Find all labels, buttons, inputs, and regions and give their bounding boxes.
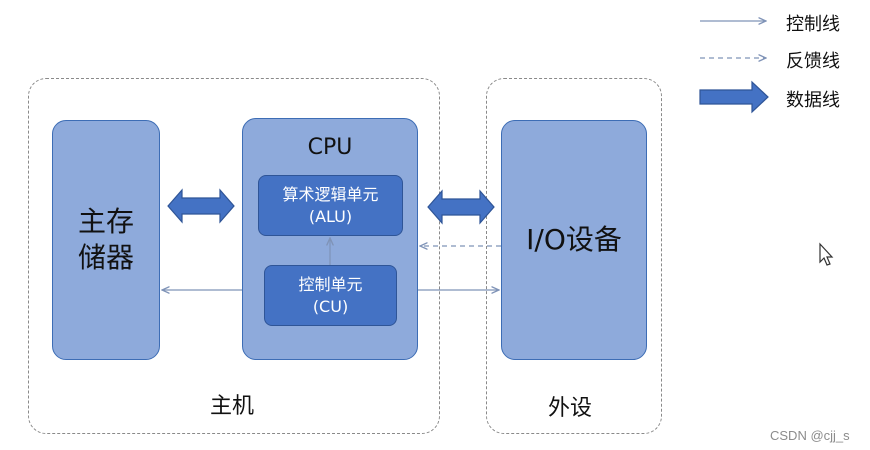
watermark-text: CSDN @cjj_s <box>770 428 850 443</box>
cpu-title: CPU <box>307 135 353 160</box>
peripheral-group <box>486 78 662 434</box>
legend-data-line-symbol <box>699 80 769 114</box>
main-memory-label-line2: 储器 <box>77 241 134 274</box>
alu-label-line1: 算术逻辑单元 <box>282 184 379 204</box>
peripheral-label: 外设 <box>548 396 593 421</box>
legend-control-line-label: 控制线 <box>786 14 840 35</box>
legend-data-line-label: 数据线 <box>786 90 840 111</box>
io-device-block: I/O设备 <box>501 120 647 360</box>
host-label: 主机 <box>210 394 255 419</box>
cpu-io-data-arrow <box>427 189 495 225</box>
alu-label-line2: (ALU) <box>308 206 353 226</box>
memory-cpu-data-arrow <box>167 188 235 224</box>
mouse-cursor-icon <box>819 242 834 266</box>
io-device-label: I/O设备 <box>526 223 622 256</box>
main-memory-block: 主存 储器 <box>52 120 160 360</box>
cu-block: 控制单元 (CU) <box>264 265 397 326</box>
host-group <box>28 78 440 434</box>
cu-label-line2: (CU) <box>312 296 349 316</box>
alu-block: 算术逻辑单元 (ALU) <box>258 175 403 236</box>
main-memory-label-line1: 主存 <box>77 205 134 238</box>
cu-label-line1: 控制单元 <box>298 274 363 294</box>
legend-feedback-line-label: 反馈线 <box>786 51 840 72</box>
